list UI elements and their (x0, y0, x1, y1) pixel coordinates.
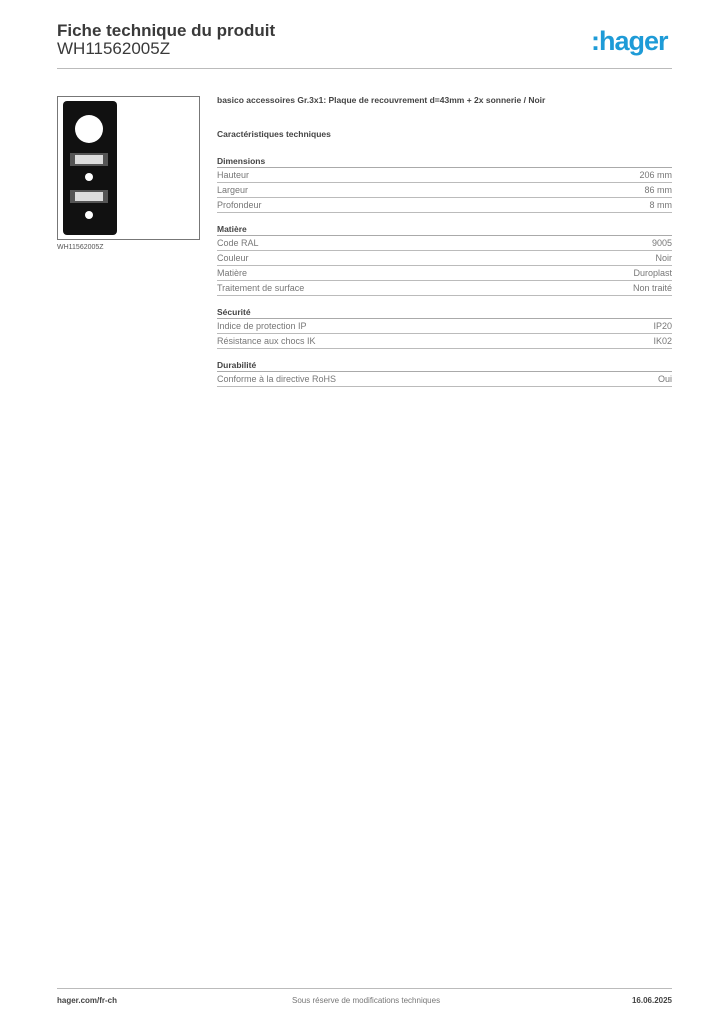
cover-plate-illustration (63, 101, 117, 235)
spec-label: Couleur (217, 253, 249, 263)
spec-value: IP20 (653, 321, 672, 331)
header-divider (57, 68, 672, 69)
section-title: Sécurité (217, 305, 672, 319)
spec-label: Largeur (217, 185, 249, 195)
product-description: basico accessoires Gr.3x1: Plaque de rec… (217, 95, 546, 105)
spec-row: Profondeur 8 mm (217, 198, 672, 213)
spec-row: Conforme à la directive RoHS Oui (217, 372, 672, 387)
page-title: Fiche technique du produit (57, 21, 276, 40)
spec-value: Noir (655, 253, 672, 263)
footer-divider (57, 988, 672, 989)
product-image (57, 96, 200, 240)
product-code: WH11562005Z (57, 39, 171, 58)
spec-value: Oui (657, 374, 672, 384)
section-title: Durabilité (217, 358, 672, 372)
spec-label: Résistance aux chocs IK (217, 336, 316, 346)
section-title: Matière (217, 222, 672, 236)
spec-value: Duroplast (633, 268, 672, 278)
spec-row: Traitement de surface Non traité (217, 281, 672, 296)
spec-value: 8 mm (649, 200, 673, 210)
spec-label: Conforme à la directive RoHS (217, 374, 337, 384)
spec-value: Non traité (632, 283, 672, 293)
spec-value: 86 mm (644, 185, 672, 195)
spec-label: Indice de protection IP (217, 321, 307, 331)
spec-row: Couleur Noir (217, 251, 672, 266)
spec-row: Code RAL 9005 (217, 236, 672, 251)
spec-value: 9005 (651, 238, 672, 248)
section-title: Dimensions (217, 154, 672, 168)
spec-value: 206 mm (639, 170, 672, 180)
spec-label: Code RAL (217, 238, 259, 248)
date: 16.06.2025 (631, 996, 672, 1005)
spec-label: Profondeur (217, 200, 262, 210)
hager-logo: :hager (591, 26, 669, 56)
image-caption: WH11562005Z (57, 244, 104, 251)
specs-title: Caractéristiques techniques (217, 129, 331, 139)
spec-row: Largeur 86 mm (217, 183, 672, 198)
spec-row: Hauteur 206 mm (217, 168, 672, 183)
spec-row: Résistance aux chocs IK IK02 (217, 334, 672, 349)
spec-row: Indice de protection IP IP20 (217, 319, 672, 334)
spec-value: IK02 (653, 336, 672, 346)
disclaimer: Sous réserve de modifications techniques (292, 996, 441, 1005)
spec-row: Matière Duroplast (217, 266, 672, 281)
website-link[interactable]: hager.com/fr-ch (57, 996, 118, 1005)
spec-label: Matière (217, 268, 248, 278)
spec-label: Hauteur (217, 170, 250, 180)
spec-label: Traitement de surface (217, 283, 305, 293)
